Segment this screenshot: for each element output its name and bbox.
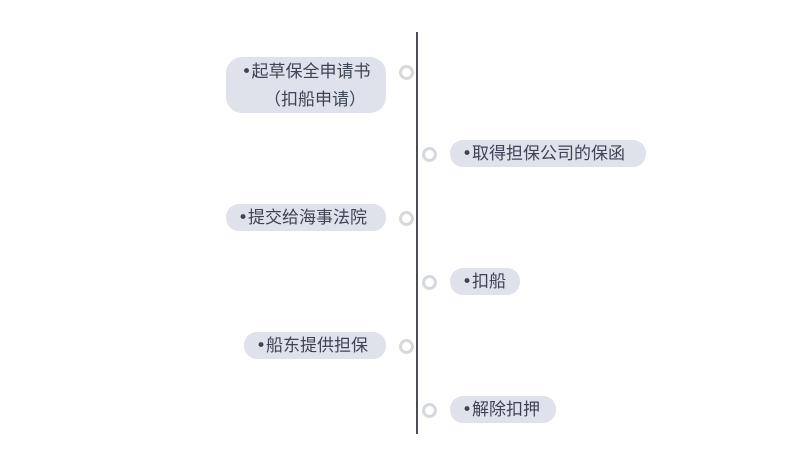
step-release-arrest: •解除扣押	[450, 396, 556, 423]
connector-guarantee-letter	[422, 147, 437, 162]
step-submit-court-label: •提交给海事法院	[238, 208, 368, 228]
connector-arrest-ship	[422, 275, 437, 290]
step-owner-guarantee: •船东提供担保	[244, 332, 386, 359]
step-submit-court: •提交给海事法院	[226, 204, 386, 231]
timeline-axis	[416, 32, 418, 434]
step-draft-application: •起草保全申请书 （扣船申请）	[226, 57, 386, 113]
connector-submit-court	[399, 211, 414, 226]
step-release-arrest-label: •解除扣押	[462, 400, 541, 420]
step-guarantee-letter: •取得担保公司的保函	[450, 140, 646, 167]
connector-owner-guarantee	[399, 339, 414, 354]
step-owner-guarantee-label: •船东提供担保	[256, 336, 369, 356]
step-guarantee-letter-label: •取得担保公司的保函	[462, 144, 626, 164]
connector-release-arrest	[422, 403, 437, 418]
step-arrest-ship-label: •扣船	[462, 272, 507, 292]
step-arrest-ship: •扣船	[450, 268, 520, 295]
step-draft-application-line1: •起草保全申请书	[241, 62, 371, 82]
connector-draft-application	[399, 65, 414, 80]
step-draft-application-line2: （扣船申请）	[264, 90, 366, 110]
